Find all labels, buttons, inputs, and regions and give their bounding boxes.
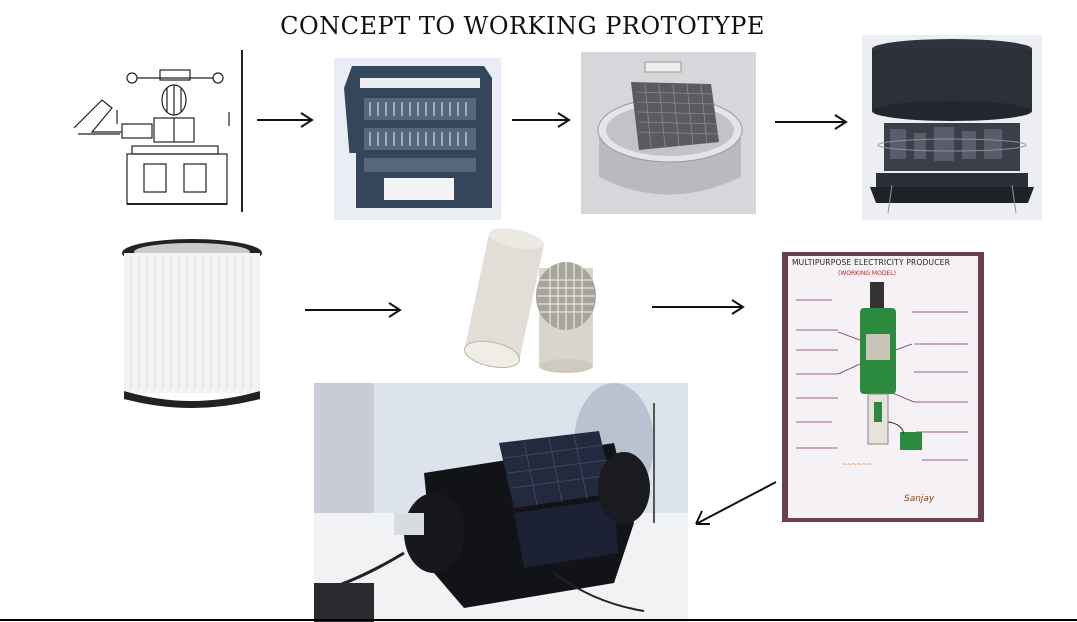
right-arrow-icon (257, 112, 314, 128)
bottom-rule (0, 619, 1077, 621)
right-arrow-icon (775, 114, 848, 130)
svg-text:~~~~~~: ~~~~~~ (842, 461, 872, 468)
concept-sketch-image (72, 50, 247, 215)
right-arrow-icon (512, 112, 571, 128)
cylindrical-air-filter-image (117, 235, 267, 410)
right-arrow-icon (652, 299, 745, 315)
right-arrow-icon (305, 302, 402, 318)
cad-cross-section-image (334, 58, 501, 220)
down-left-arrow-icon (695, 481, 777, 525)
ceramic-honeycomb-filter-image (445, 228, 605, 376)
chart-signature: Sanjay (904, 494, 935, 504)
cad-assembly-image (862, 35, 1042, 220)
page-title: CONCEPT TO WORKING PROTOTYPE (280, 12, 765, 40)
working-prototype-photo (314, 383, 688, 622)
chart-subheading: (WORKING MODEL) (838, 270, 896, 277)
chart-heading: MULTIPURPOSE ELECTRICITY PRODUCER (792, 258, 951, 267)
handwritten-working-model-chart-image: MULTIPURPOSE ELECTRICITY PRODUCER (WORKI… (782, 252, 984, 522)
cad-render-filter-image (581, 52, 756, 214)
